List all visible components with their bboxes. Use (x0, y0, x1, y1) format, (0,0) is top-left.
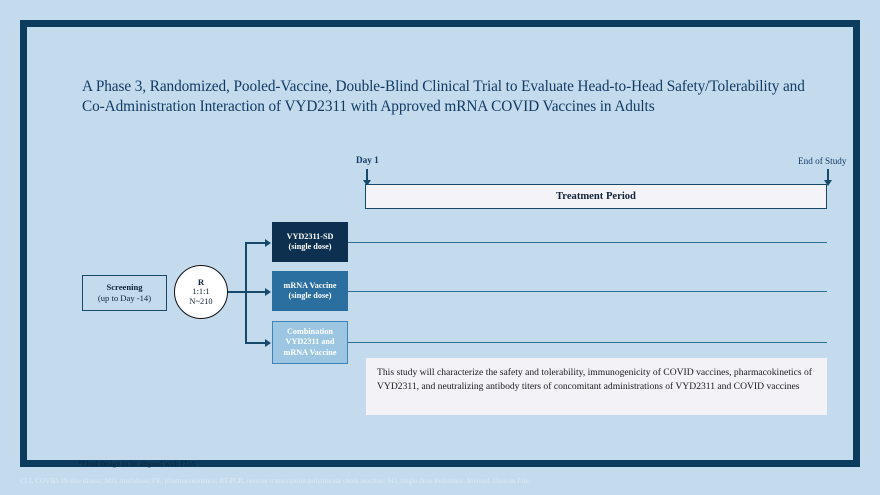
screening-subtitle: (up to Day -14) (97, 293, 152, 303)
randomization-symbol: R (197, 276, 205, 287)
connector-arrowhead-arm1 (265, 238, 271, 247)
followup-line-arm1 (348, 241, 827, 243)
arm-label-line2: (single dose) (288, 291, 332, 300)
connector-branch-arm2 (245, 291, 267, 293)
arrow-head (362, 180, 371, 186)
slide-frame: A Phase 3, Randomized, Pooled-Vaccine, D… (20, 20, 860, 468)
connector-branch-arm1 (245, 242, 267, 244)
arm-label-line1: Combination (287, 327, 333, 336)
arrow-head (823, 180, 832, 186)
study-description-callout: This study will characterize the safety … (366, 358, 827, 415)
treatment-arm-mrna-vaccine: mRNA Vaccine (single dose) (272, 271, 348, 311)
arrow-shaft (827, 169, 829, 183)
arm-label-line2: VYD2311 and (285, 337, 335, 347)
connector-branch-arm3 (245, 342, 267, 344)
arm-label-line2: (single dose) (288, 242, 332, 251)
connector-arrowhead-arm2 (265, 287, 271, 296)
connector-arrowhead-arm3 (265, 338, 271, 347)
page-title: A Phase 3, Randomized, Pooled-Vaccine, D… (82, 78, 805, 116)
arm-label-line1: mRNA Vaccine (283, 280, 337, 290)
treatment-arm-vyd2311-sd: VYD2311-SD (single dose) (272, 222, 348, 262)
treatment-period-bar: Treatment Period (365, 184, 827, 209)
timeline-start-label: Day 1 (356, 155, 379, 165)
randomization-ratio: 1:1:1 (192, 287, 210, 297)
followup-line-arm3 (348, 342, 827, 344)
arm-label-line3: mRNA Vaccine (283, 347, 337, 357)
followup-line-arm2 (348, 290, 827, 292)
screening-title: Screening (106, 282, 143, 293)
arrow-shaft (366, 169, 368, 183)
arm-label-line1: VYD2311-SD (286, 231, 334, 241)
connector-stem (227, 291, 246, 293)
screening-box: Screening (up to Day -14) (82, 275, 167, 311)
treatment-arm-combination: Combination VYD2311 and mRNA Vaccine (272, 321, 348, 364)
timeline-end-label: End of Study (798, 156, 847, 166)
randomization-circle: R 1:1:1 N~210 (174, 265, 228, 319)
randomization-enrollment: N~210 (189, 297, 213, 307)
footnote: *Final design to be aligned with FDA (78, 459, 196, 468)
abbreviations-footer: CLI, COVID-19-like illness; MD, multidos… (20, 477, 531, 485)
